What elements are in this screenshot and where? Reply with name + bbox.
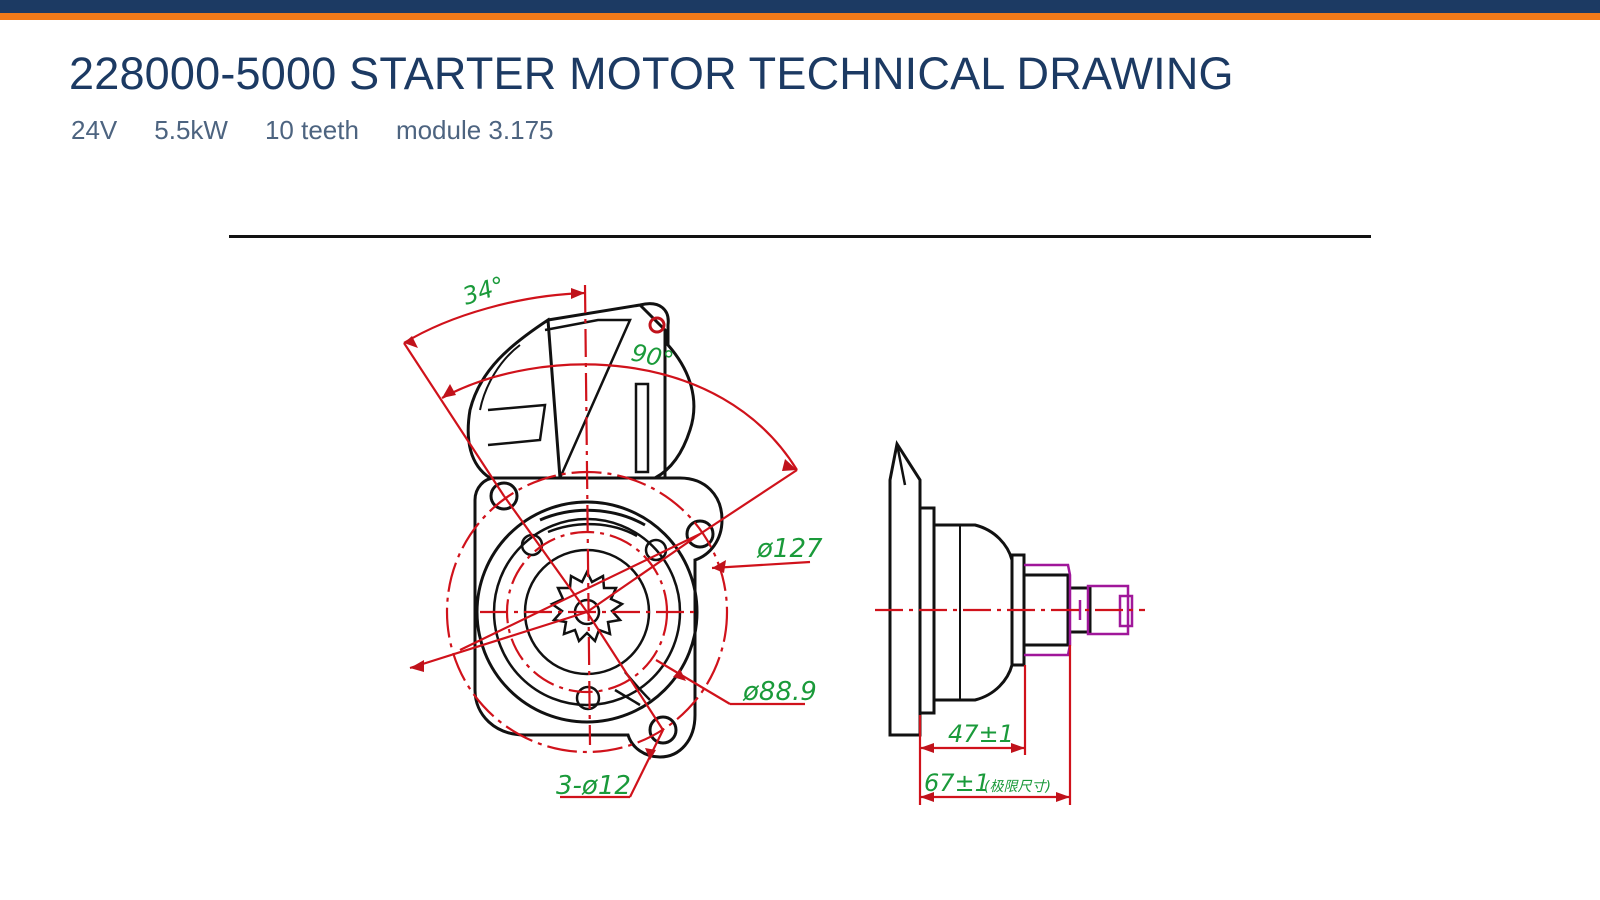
- spec-list: 24V 5.5kW 10 teeth module 3.175: [71, 115, 591, 146]
- front-view: [466, 302, 724, 759]
- side-view-centerlines: [875, 608, 1145, 805]
- spec-power: 5.5kW: [154, 115, 228, 145]
- dim-length-67-note: (极限尺寸): [984, 779, 1051, 795]
- side-view: [888, 440, 1092, 737]
- side-view-arrows: [920, 743, 1070, 802]
- section-divider: [229, 235, 1371, 238]
- spec-voltage: 24V: [71, 115, 118, 145]
- spec-teeth: 10 teeth: [264, 115, 359, 145]
- dim-holes: 3-ø12: [556, 771, 631, 801]
- header-band-navy: [0, 0, 1600, 13]
- spec-module: module 3.175: [395, 115, 554, 145]
- front-view-centerlines: [403, 284, 811, 799]
- front-view-arrows: [404, 288, 797, 760]
- dim-length-47: 47±1: [948, 720, 1014, 748]
- dim-diameter-127: ø127: [756, 534, 823, 564]
- dim-length-67: 67±1: [924, 769, 990, 797]
- page-title: 228000-5000 STARTER MOTOR TECHNICAL DRAW…: [69, 48, 1234, 99]
- header-band-orange: [0, 13, 1600, 20]
- dim-diameter-88-9: ø88.9: [742, 677, 817, 707]
